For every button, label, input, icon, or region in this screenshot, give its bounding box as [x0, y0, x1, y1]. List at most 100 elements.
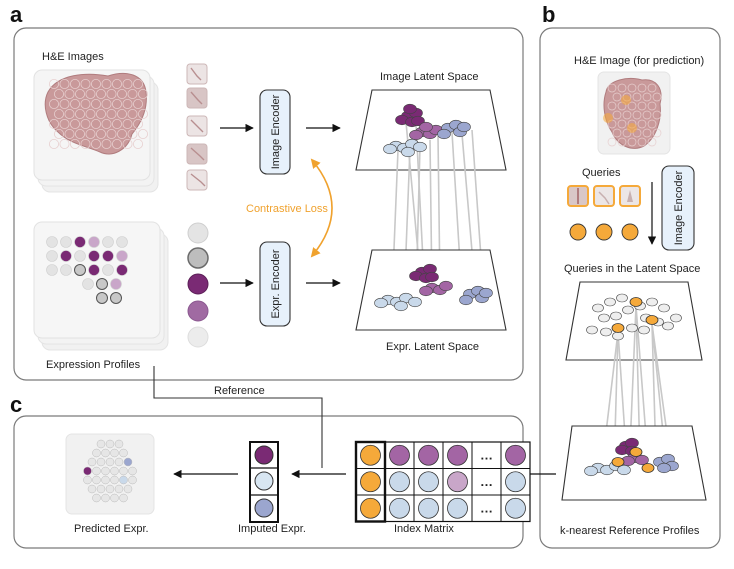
queries-label: Queries: [582, 167, 621, 179]
predicted-spot: [114, 484, 124, 494]
expression-spot: [102, 236, 114, 248]
predicted-spot: [101, 466, 110, 476]
latent-point: [479, 287, 493, 299]
spot-outline: [612, 92, 622, 102]
predicted-spot: [114, 439, 124, 449]
spot-outline: [75, 109, 86, 120]
spot-outline: [122, 138, 133, 149]
spot-outline: [617, 137, 627, 147]
spot-outline: [637, 119, 647, 129]
expr-latent-space-label: Expr. Latent Space: [386, 341, 479, 353]
predicted-spot: [110, 466, 119, 476]
expression-spot: [116, 264, 128, 276]
expression-spot: [96, 278, 108, 290]
predicted-spot: [110, 475, 119, 485]
matrix-cell: [505, 444, 526, 466]
index-matrix-label: Index Matrix: [394, 523, 454, 535]
predicted-spot: [96, 484, 106, 494]
spot-outline: [632, 128, 642, 138]
predicted-spot: [87, 484, 97, 494]
spot-outline: [612, 128, 622, 138]
spot-outline: [132, 119, 143, 130]
spot-outline: [632, 92, 642, 102]
expr-encoder-label: Expr. Encoder: [270, 249, 282, 318]
expression-spot: [46, 236, 58, 248]
predicted-expr-label: Predicted Expr.: [74, 523, 149, 535]
spot-outline: [75, 89, 86, 100]
latent-point: [403, 103, 417, 115]
predicted-expr-map: [65, 433, 155, 515]
spot-outline: [137, 128, 148, 139]
spot-outline: [80, 79, 91, 90]
expression-spot: [116, 236, 128, 248]
matrix-cell: [505, 471, 526, 493]
expression-spot: [110, 292, 122, 304]
image-encoder-label: Image Encoder: [270, 94, 282, 169]
spot-outline: [642, 128, 652, 138]
spot-outline: [91, 99, 102, 110]
spot-outline: [647, 137, 657, 147]
latent-point: [409, 129, 423, 141]
latent-point: [592, 303, 604, 313]
image-patches: [186, 63, 208, 191]
spot-outline: [49, 138, 60, 149]
matrix-cell: [447, 497, 468, 519]
patch-texture: [190, 91, 203, 105]
spot-outline: [59, 79, 70, 90]
he-image-prediction-label: H&E Image (for prediction): [574, 55, 704, 67]
queries-latent-label: Queries in the Latent Space: [564, 263, 700, 275]
spot-outline: [607, 83, 617, 93]
expression-profiles-label: Expression Profiles: [46, 359, 141, 371]
spot-outline: [59, 138, 70, 149]
query-point: [611, 457, 625, 467]
spot-outline: [642, 92, 652, 102]
query-embeddings: [569, 223, 639, 241]
panel-c-letter: c: [10, 392, 22, 417]
latent-point: [658, 303, 670, 313]
predicted-spot: [105, 439, 115, 449]
spot-outline: [127, 89, 138, 100]
spot-outline: [612, 110, 622, 120]
latent-point: [413, 141, 427, 153]
predicted-spot: [114, 457, 124, 467]
spot-outline: [96, 128, 107, 139]
query-point: [611, 323, 625, 333]
he-images-label: H&E Images: [42, 51, 104, 63]
matrix-ellipsis: …: [480, 474, 493, 489]
spot-outline: [54, 128, 65, 139]
patch-texture: [190, 67, 202, 81]
spot-outline: [132, 138, 143, 149]
spot-outline: [80, 138, 91, 149]
expr-encoder-box: Expr. Encoder: [259, 241, 291, 327]
spot-outline: [64, 109, 75, 120]
spot-outline: [627, 83, 637, 93]
query-point: [629, 447, 643, 457]
spot-outline: [112, 99, 123, 110]
latent-point: [662, 321, 674, 331]
spot-outline: [85, 109, 96, 120]
latent-point: [670, 313, 682, 323]
expression-spot: [46, 250, 58, 262]
panel-a-frame: [13, 27, 524, 381]
image-latent-space-label: Image Latent Space: [380, 71, 478, 83]
contrastive-loss-arrow: [310, 158, 333, 258]
spot-outline: [617, 83, 627, 93]
latent-point: [439, 280, 453, 292]
matrix-cell: [505, 497, 526, 519]
matrix-cell: [418, 497, 439, 519]
latent-point: [437, 128, 451, 140]
predicted-spot: [110, 493, 119, 503]
expression-spot: [82, 278, 94, 290]
predicted-spot: [101, 493, 110, 503]
latent-point: [401, 146, 415, 158]
predicted-spot: [119, 493, 128, 503]
expression-spot: [88, 236, 100, 248]
spot-outline: [101, 138, 112, 149]
expression-spot: [74, 264, 86, 276]
latent-point: [657, 462, 671, 474]
spot-outline: [642, 110, 652, 120]
predicted-spot: [96, 439, 106, 449]
latent-point: [616, 293, 628, 303]
he-image-stack: [33, 69, 159, 193]
spot-outline: [112, 119, 123, 130]
